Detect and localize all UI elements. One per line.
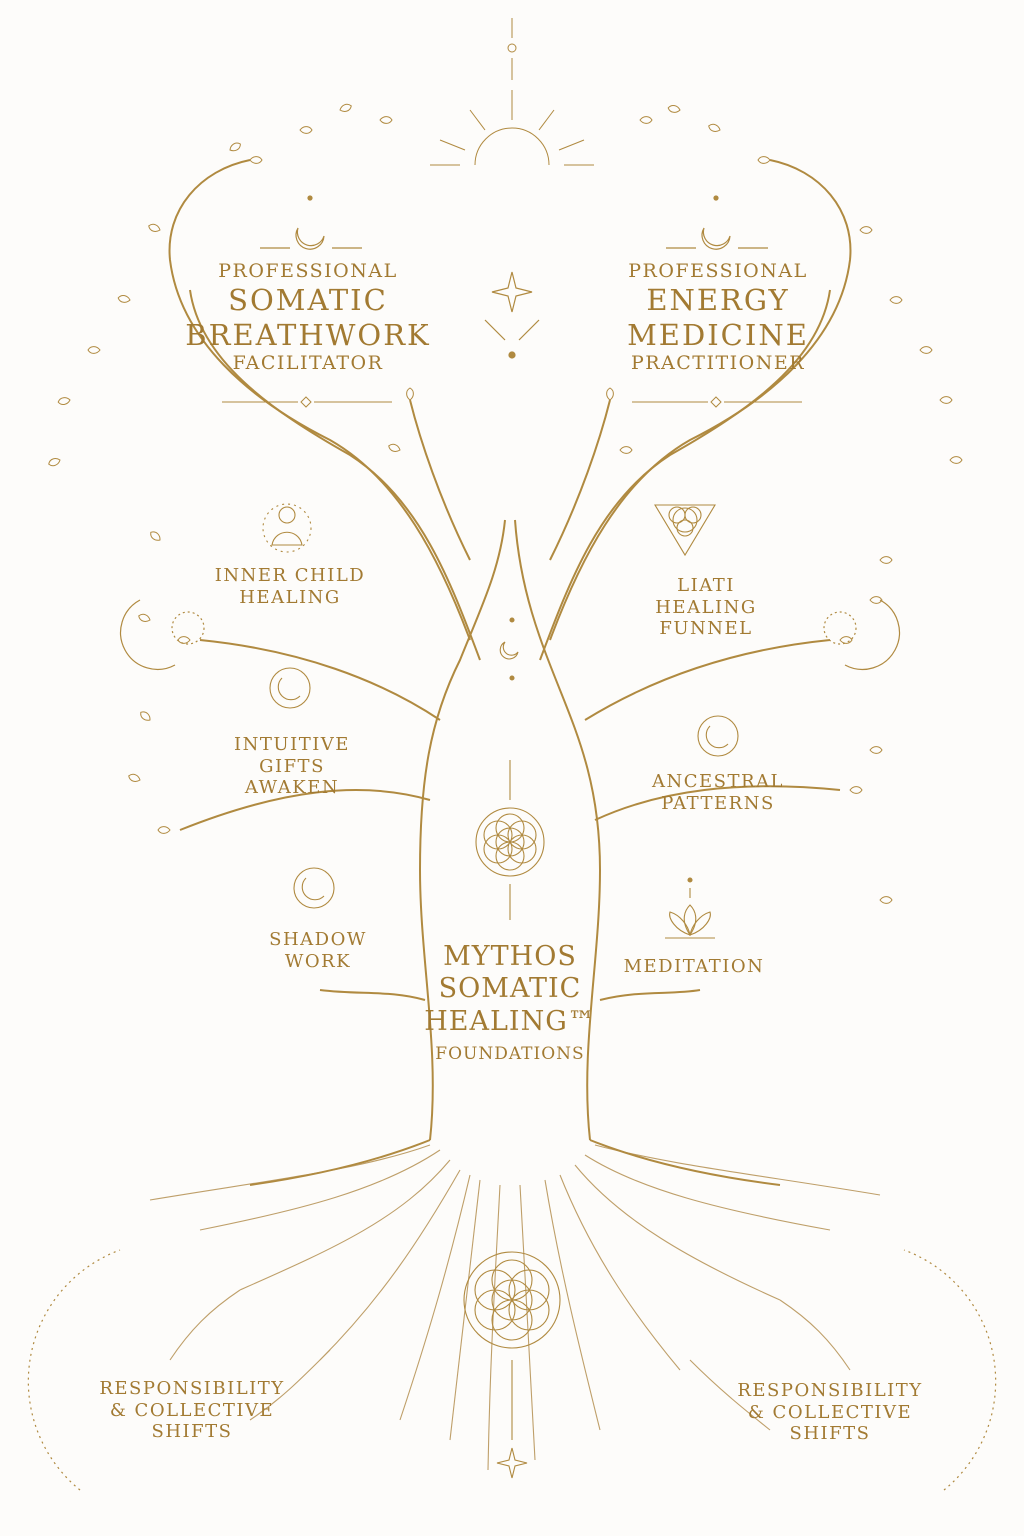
- right-top-line1: PROFESSIONAL: [628, 260, 808, 282]
- liati-label: LIATI HEALING FUNNEL: [655, 575, 757, 640]
- inner-child-label: INNER CHILD HEALING: [215, 565, 366, 608]
- root-right-line3: SHIFTS: [789, 1423, 871, 1445]
- root-right-line2: & COLLECTIVE: [747, 1401, 913, 1423]
- trunk: [168, 159, 852, 1186]
- left-top-line2: SOMATIC: [228, 282, 388, 317]
- divider: [222, 396, 802, 408]
- right-top-line4: PRACTITIONER: [630, 352, 806, 375]
- meditating-child-icon: [262, 503, 312, 553]
- crescent-moon-icon: [293, 867, 335, 909]
- crescent-moon-icon: [499, 617, 519, 681]
- crescent-moon-icon: [666, 195, 768, 250]
- ancestral-line2: PATTERNS: [661, 792, 775, 814]
- left-top-line1: PROFESSIONAL: [218, 260, 398, 282]
- flower-of-life-icon: [475, 760, 545, 920]
- trunk-line1: MYTHOS: [443, 941, 577, 972]
- ancestral-label: ANCESTRAL PATTERNS: [652, 771, 784, 814]
- trunk-line4: FOUNDATIONS: [435, 1044, 585, 1065]
- crescent-moon-icon: [260, 195, 362, 250]
- right-top-line3: MEDICINE: [627, 317, 809, 352]
- root-right-label: RESPONSIBILITY & COLLECTIVE SHIFTS: [737, 1380, 922, 1445]
- shadow-line2: WORK: [284, 950, 352, 972]
- lotus-icon: [665, 877, 715, 939]
- root-left-line3: SHIFTS: [151, 1421, 233, 1443]
- left-top-line4: FACILITATOR: [232, 352, 384, 375]
- intuitive-line3: AWAKEN: [244, 777, 340, 799]
- crescent-moon-icon: [27, 599, 205, 1491]
- crescent-moon-icon: [269, 667, 311, 709]
- root-right-line1: RESPONSIBILITY: [737, 1380, 923, 1401]
- meditation-line1: MEDITATION: [623, 956, 765, 977]
- crescent-moon-icon: [697, 715, 739, 757]
- liati-line3: FUNNEL: [659, 618, 753, 640]
- liati-line2: HEALING: [655, 596, 757, 618]
- shadow-label: SHADOW WORK: [269, 929, 367, 972]
- star-icon: [484, 271, 540, 359]
- flower-of-life-icon: [463, 1251, 561, 1479]
- right-top-label: PROFESSIONAL ENERGY MEDICINE PRACTITIONE…: [627, 260, 809, 375]
- ancestral-line1: ANCESTRAL: [651, 771, 785, 792]
- left-top-label: PROFESSIONAL SOMATIC BREATHWORK FACILITA…: [185, 260, 430, 375]
- leaves: [47, 102, 963, 904]
- sacred-geometry-icon: [654, 504, 716, 557]
- shadow-line1: SHADOW: [269, 929, 367, 950]
- trunk-line3: HEALING™: [424, 1005, 596, 1037]
- inner-child-line2: HEALING: [239, 586, 341, 608]
- root-left-line1: RESPONSIBILITY: [99, 1378, 285, 1399]
- meditation-label: MEDITATION: [624, 956, 765, 978]
- crescent-moon-icon: [823, 599, 997, 1491]
- liati-line1: LIATI: [677, 575, 735, 596]
- trunk-line2: SOMATIC: [438, 973, 582, 1005]
- intuitive-label: INTUITIVE GIFTS AWAKEN: [234, 734, 350, 799]
- inner-child-line1: INNER CHILD: [214, 565, 366, 586]
- sun-icon: [430, 18, 594, 166]
- trunk-label: MYTHOS SOMATIC HEALING™ FOUNDATIONS: [424, 941, 596, 1065]
- root-left-line2: & COLLECTIVE: [109, 1399, 275, 1421]
- intuitive-line2: GIFTS: [259, 755, 325, 777]
- root-left-label: RESPONSIBILITY & COLLECTIVE SHIFTS: [99, 1378, 284, 1443]
- left-top-line3: BREATHWORK: [185, 317, 431, 352]
- intuitive-line1: INTUITIVE: [234, 734, 350, 755]
- right-top-line2: ENERGY: [646, 282, 790, 317]
